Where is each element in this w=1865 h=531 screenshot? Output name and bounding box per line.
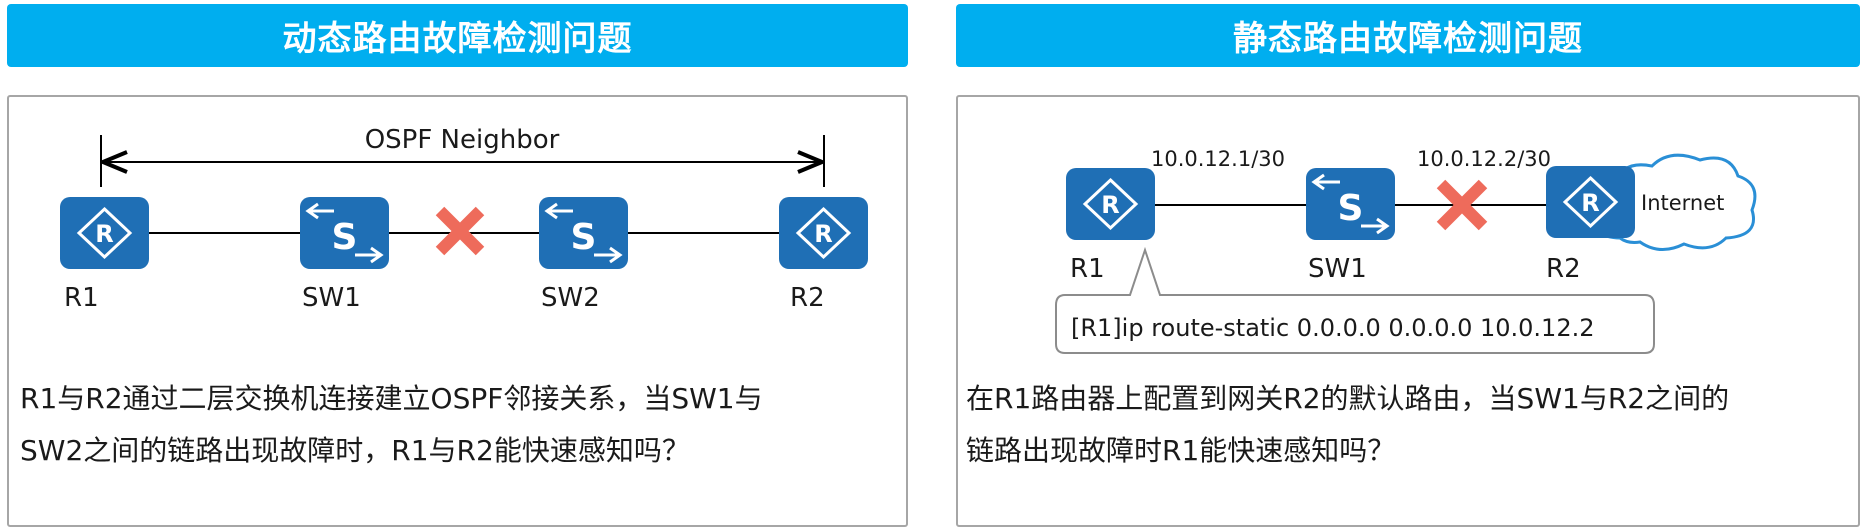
switch-icon: S xyxy=(539,197,628,269)
right-description-line-2: 链路出现故障时R1能快速感知吗？ xyxy=(966,434,1396,467)
switch-icon: S xyxy=(300,197,389,269)
right-panel-title: 静态路由故障检测问题 xyxy=(956,4,1860,67)
svg-text:R: R xyxy=(95,220,113,248)
device-label-sw2: SW2 xyxy=(541,283,600,313)
device-label-r1: R1 xyxy=(64,283,99,313)
device-label-r1: R1 xyxy=(1070,254,1105,284)
ip-label-r2: 10.0.12.2/30 xyxy=(1417,147,1551,171)
left-description-line-1: R1与R2通过二层交换机连接建立OSPF邻接关系，当SW1与 xyxy=(20,382,763,415)
link-failure-icon xyxy=(1436,179,1488,231)
link-failure-icon xyxy=(435,206,485,256)
router-icon: R xyxy=(1546,166,1635,238)
svg-text:R: R xyxy=(1581,189,1599,217)
router-icon: R xyxy=(779,197,868,269)
device-label-sw1: SW1 xyxy=(1308,254,1367,284)
router-icon: R xyxy=(60,197,149,269)
left-panel-title: 动态路由故障检测问题 xyxy=(7,4,908,67)
device-label-r2: R2 xyxy=(1546,254,1581,284)
router-icon: R xyxy=(1066,168,1155,240)
svg-text:R: R xyxy=(1101,191,1119,219)
device-label-r2: R2 xyxy=(790,283,825,313)
right-description-line-1: 在R1路由器上配置到网关R2的默认路由，当SW1与R2之间的 xyxy=(966,382,1730,415)
ip-label-r1: 10.0.12.1/30 xyxy=(1151,147,1285,171)
svg-text:S: S xyxy=(1338,188,1364,229)
svg-text:S: S xyxy=(332,217,358,258)
svg-text:S: S xyxy=(571,217,597,258)
switch-icon: S xyxy=(1306,168,1395,240)
device-label-sw1: SW1 xyxy=(302,283,361,313)
internet-label: Internet xyxy=(1641,191,1724,215)
config-callout-text: [R1]ip route-static 0.0.0.0 0.0.0.0 10.0… xyxy=(1071,314,1595,342)
right-description: 在R1路由器上配置到网关R2的默认路由，当SW1与R2之间的 链路出现故障时R1… xyxy=(966,373,1729,477)
left-description: R1与R2通过二层交换机连接建立OSPF邻接关系，当SW1与 SW2之间的链路出… xyxy=(20,373,763,477)
svg-text:R: R xyxy=(814,220,832,248)
ospf-neighbor-label: OSPF Neighbor xyxy=(365,125,560,155)
config-callout xyxy=(1055,246,1655,354)
left-description-line-2: SW2之间的链路出现故障时，R1与R2能快速感知吗？ xyxy=(20,434,690,467)
